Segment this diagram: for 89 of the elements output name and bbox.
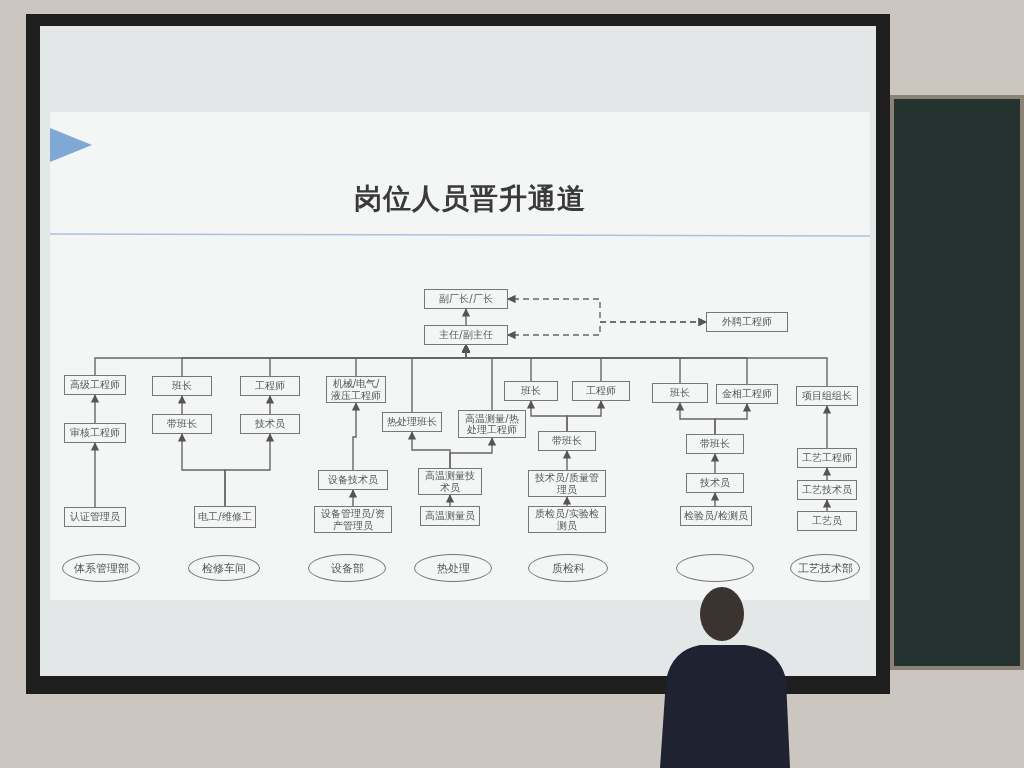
position-box <box>418 468 482 495</box>
position-box <box>382 412 442 432</box>
node-label: 高级工程师 <box>70 379 120 391</box>
node-label: 质检员/实验检测员 <box>534 508 600 531</box>
arrow <box>177 395 187 415</box>
node-label: 电工/维修工 <box>198 511 252 523</box>
node-label: 热处理班长 <box>387 416 437 428</box>
position-box <box>318 470 388 490</box>
position-box <box>796 386 858 406</box>
arrow <box>461 308 471 326</box>
node-label: 热处理 <box>436 561 470 575</box>
node-label: 班长 <box>670 387 690 399</box>
arrow <box>822 499 832 512</box>
position-box <box>652 383 708 403</box>
arrow <box>822 405 832 449</box>
node-label: 工艺工程师 <box>802 452 852 464</box>
node-label: 工艺员 <box>812 515 842 527</box>
arrow <box>822 467 832 481</box>
arrow <box>348 489 358 507</box>
position-box <box>797 511 857 531</box>
position-box <box>572 381 630 401</box>
node-label: 机械/电气/液压工程师 <box>330 378 382 401</box>
node-label: 外聘工程师 <box>722 316 772 328</box>
node-label: 带班长 <box>700 438 730 450</box>
node-label: 副厂长/厂长 <box>439 293 493 305</box>
node-label: 带班长 <box>167 418 197 430</box>
node-label: 高温测量员 <box>425 510 475 522</box>
arrow <box>710 492 720 507</box>
position-box <box>194 506 256 528</box>
position-box <box>152 376 212 396</box>
position-box <box>424 289 508 309</box>
node-label: 检验员/检测员 <box>684 510 748 522</box>
position-box <box>528 470 606 497</box>
node-label: 工程师 <box>255 380 285 392</box>
node-label: 技术员 <box>255 418 285 430</box>
position-box <box>240 414 300 434</box>
node-label: 工艺技术员 <box>802 484 852 496</box>
arrow <box>90 394 100 424</box>
position-box <box>64 507 126 527</box>
node-label: 质检科 <box>551 561 585 575</box>
position-box <box>314 506 392 533</box>
position-box <box>64 375 126 395</box>
node-label: 设备管理员/资产管理员 <box>320 508 386 531</box>
position-box <box>424 325 508 345</box>
position-box <box>716 384 778 404</box>
arrow <box>710 453 720 474</box>
position-box <box>152 414 212 434</box>
position-box <box>797 480 857 500</box>
arrow <box>265 395 275 415</box>
slide-title: 岗位人员晋升通道 <box>353 181 587 217</box>
arrow <box>566 400 606 432</box>
arrow <box>90 442 100 508</box>
node-label: 设备部 <box>330 561 364 575</box>
node-label: 设备技术员 <box>328 474 378 486</box>
arrow <box>714 403 752 435</box>
node-label: 项目组组长 <box>802 390 852 402</box>
position-box <box>64 423 126 443</box>
node-label: 班长 <box>172 380 192 392</box>
position-box <box>504 381 558 401</box>
position-box <box>458 410 526 438</box>
node-label: 工程师 <box>586 385 616 397</box>
node-label: 带班长 <box>552 435 582 447</box>
arrow <box>351 402 361 471</box>
position-box <box>686 434 744 454</box>
node-label: 金相工程师 <box>722 388 772 400</box>
node-label: 技术员 <box>700 477 730 489</box>
node-label: 主任/副主任 <box>439 329 493 341</box>
position-box <box>538 431 596 451</box>
node-label: 技术员/质量管理员 <box>534 472 600 495</box>
arrow <box>445 494 455 507</box>
node-label: 检修车间 <box>202 561 246 575</box>
arrow <box>224 433 275 507</box>
position-box <box>686 473 744 493</box>
node-label: 认证管理员 <box>70 511 120 523</box>
node-label: 高温测量/热处理工程师 <box>464 412 520 436</box>
node-label: 体系管理部 <box>73 561 129 575</box>
position-box <box>240 376 300 396</box>
position-box <box>420 506 480 526</box>
dashed-arrow <box>507 317 707 340</box>
node-label: 高温测量技术员 <box>424 470 476 493</box>
node-label: 审核工程师 <box>70 427 120 439</box>
position-box <box>797 448 857 468</box>
arrow <box>562 450 572 471</box>
node-label: 班长 <box>521 385 541 397</box>
position-box <box>528 506 606 533</box>
position-box <box>706 312 788 332</box>
node-label: 工艺技术部 <box>797 561 853 575</box>
arrow <box>449 437 497 469</box>
arrow <box>562 496 572 507</box>
